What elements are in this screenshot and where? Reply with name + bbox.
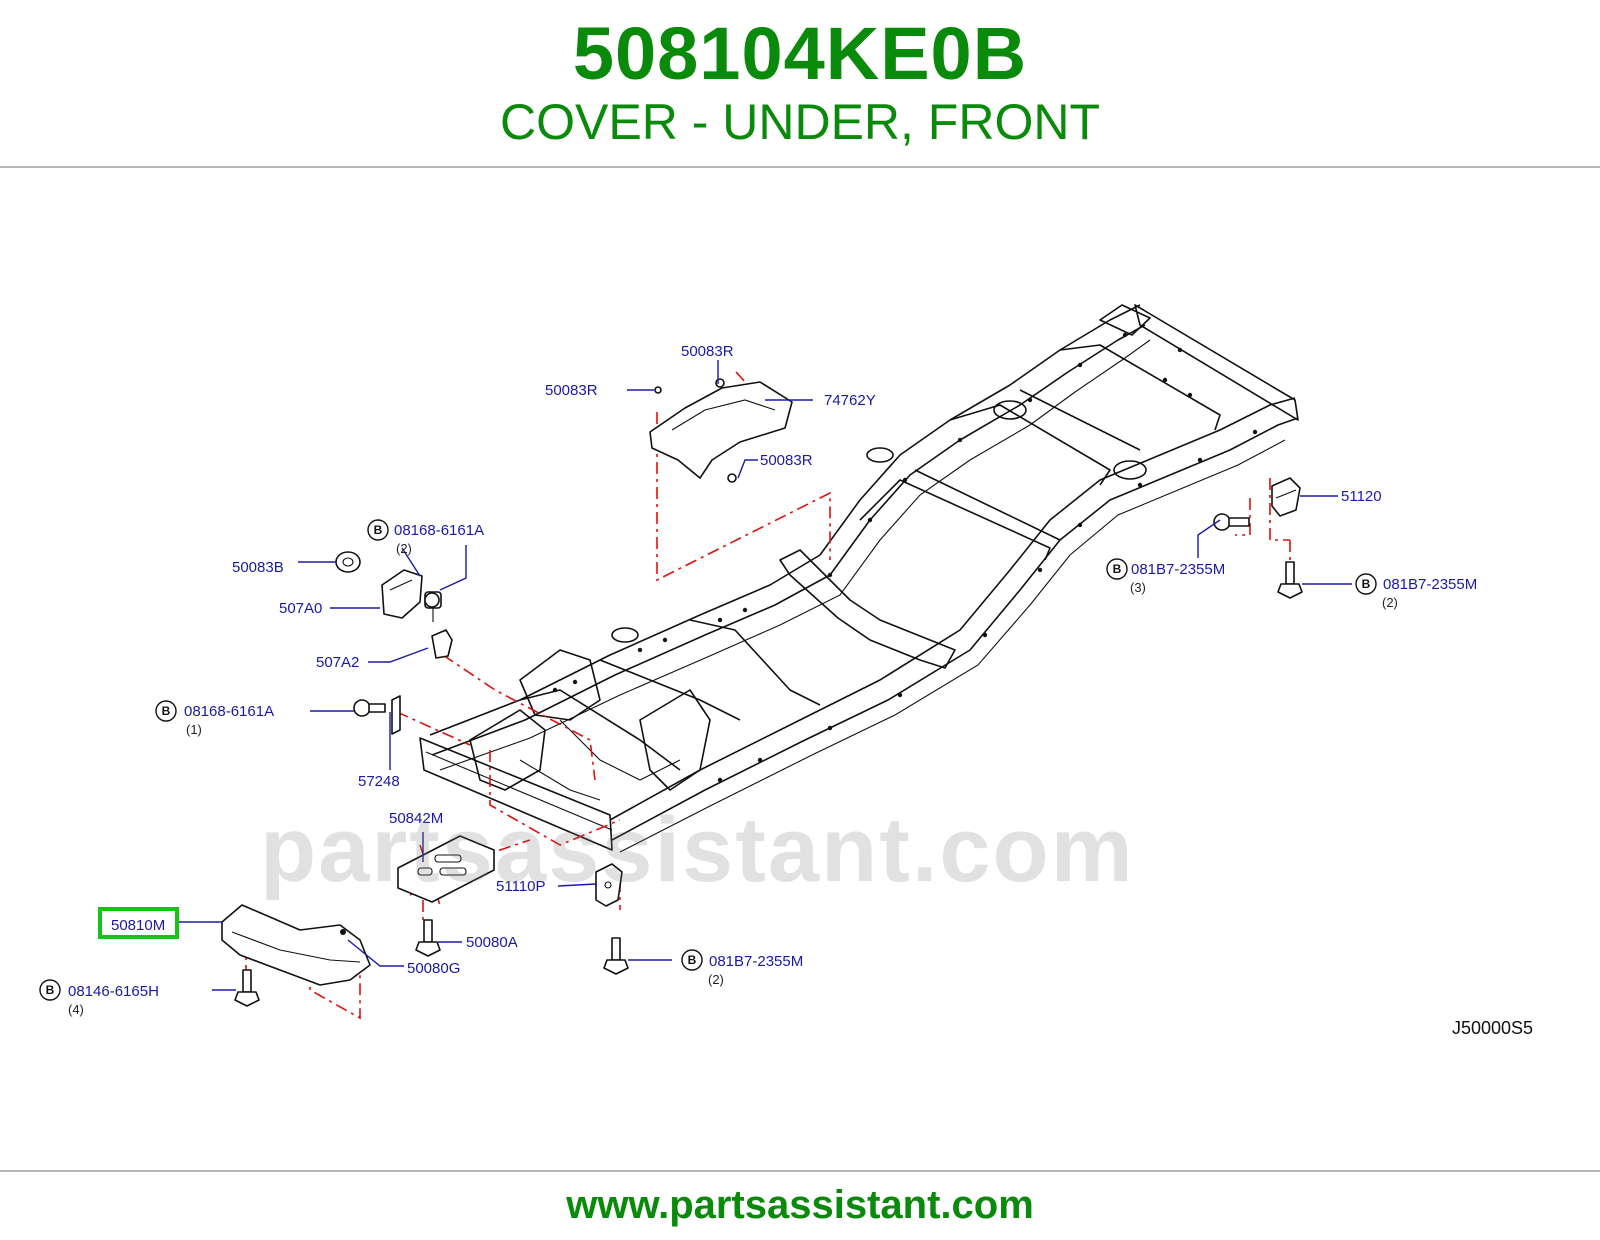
bolt-081B7-2355M-frame [1213, 513, 1250, 531]
b-marker-081B7-2355M-b: B [1362, 577, 1371, 591]
bolt-markers: B B B B B B [39, 519, 1377, 1001]
top-divider [0, 166, 1600, 168]
label-081B7-2355M-a[interactable]: 081B7-2355M [1131, 561, 1225, 578]
callout-labels: 50083R 50083R 74762Y 50083R 08168-6161A … [68, 343, 1533, 1038]
bolt-50080A [415, 919, 441, 957]
label-081B7-2355M-c[interactable]: 081B7-2355M [709, 953, 803, 970]
bracket-51110P-drawing [595, 863, 623, 907]
frame-rivet-holes [552, 332, 1258, 783]
watermark-text: partsassistant.com [260, 799, 1135, 901]
diagram-reference-code: J50000S5 [1452, 1018, 1533, 1038]
label-50083B[interactable]: 50083B [232, 559, 284, 576]
label-081B7-2355M-b[interactable]: 081B7-2355M [1383, 576, 1477, 593]
bracket-507A0-drawing [381, 569, 423, 619]
qty-081B7-2355M-b: (2) [1382, 595, 1398, 610]
label-507A0[interactable]: 507A0 [279, 600, 322, 617]
label-74762Y[interactable]: 74762Y [824, 392, 876, 409]
label-50842M[interactable]: 50842M [389, 810, 443, 827]
label-08146-6165H[interactable]: 08146-6165H [68, 983, 159, 1000]
qty-08168-6161A-a: (2) [396, 541, 412, 556]
bolt-081B7-2355M-front [603, 937, 629, 975]
diagram-canvas: B B B B B B 50083R 50083R 74762Y 50083R … [39, 304, 1533, 1038]
highlight-box-50810M [98, 907, 179, 939]
label-50083R-top[interactable]: 50083R [681, 343, 734, 360]
label-57248[interactable]: 57248 [358, 773, 400, 790]
label-51120[interactable]: 51120 [1341, 488, 1382, 505]
label-507A2[interactable]: 507A2 [316, 654, 359, 671]
chassis-frame-drawing [419, 304, 1299, 853]
b-marker-08168-6161A-a: B [374, 523, 383, 537]
b-marker-08146-6165H: B [46, 983, 55, 997]
b-marker-081B7-2355M-a: B [1113, 562, 1122, 576]
exploded-parts-diagram: partsassistant.com [0, 170, 1600, 1060]
label-08168-6161A-b[interactable]: 08168-6161A [184, 703, 274, 720]
label-50080A[interactable]: 50080A [466, 934, 518, 951]
grommet-50083B-drawing [335, 551, 361, 573]
label-08168-6161A-a[interactable]: 08168-6161A [394, 522, 484, 539]
b-marker-08168-6161A-b: B [162, 704, 171, 718]
bolt-drawings [234, 513, 1303, 1007]
callout-leader-lines [178, 360, 1352, 991]
label-50080G[interactable]: 50080G [407, 960, 460, 977]
qty-081B7-2355M-c: (2) [708, 972, 724, 987]
bolt-08168-6161A-upper [424, 592, 440, 608]
label-50083R-left[interactable]: 50083R [545, 382, 598, 399]
qty-08146-6165H: (4) [68, 1002, 84, 1017]
qty-081B7-2355M-a: (3) [1130, 580, 1146, 595]
bracket-51120-drawing [1271, 477, 1301, 517]
bottom-divider [0, 1170, 1600, 1172]
bolt-081B7-2355M-rear [1277, 561, 1303, 599]
bolt-08146-6165H [234, 969, 260, 1007]
label-50810M[interactable]: 50810M [111, 917, 165, 934]
clip-57248-drawing [353, 695, 401, 735]
skid-plate-50842M-drawing [397, 835, 495, 903]
label-50083R-lower[interactable]: 50083R [760, 452, 813, 469]
label-51110P[interactable]: 51110P [496, 878, 546, 895]
footer-website-link[interactable]: www.partsassistant.com [566, 1183, 1034, 1227]
b-marker-081B7-2355M-c: B [688, 953, 697, 967]
part-description: COVER - UNDER, FRONT [500, 94, 1100, 150]
part-number-title: 508104KE0B [572, 12, 1028, 95]
qty-08168-6161A-b: (1) [186, 722, 202, 737]
under-cover-50810M-drawing [221, 904, 371, 986]
